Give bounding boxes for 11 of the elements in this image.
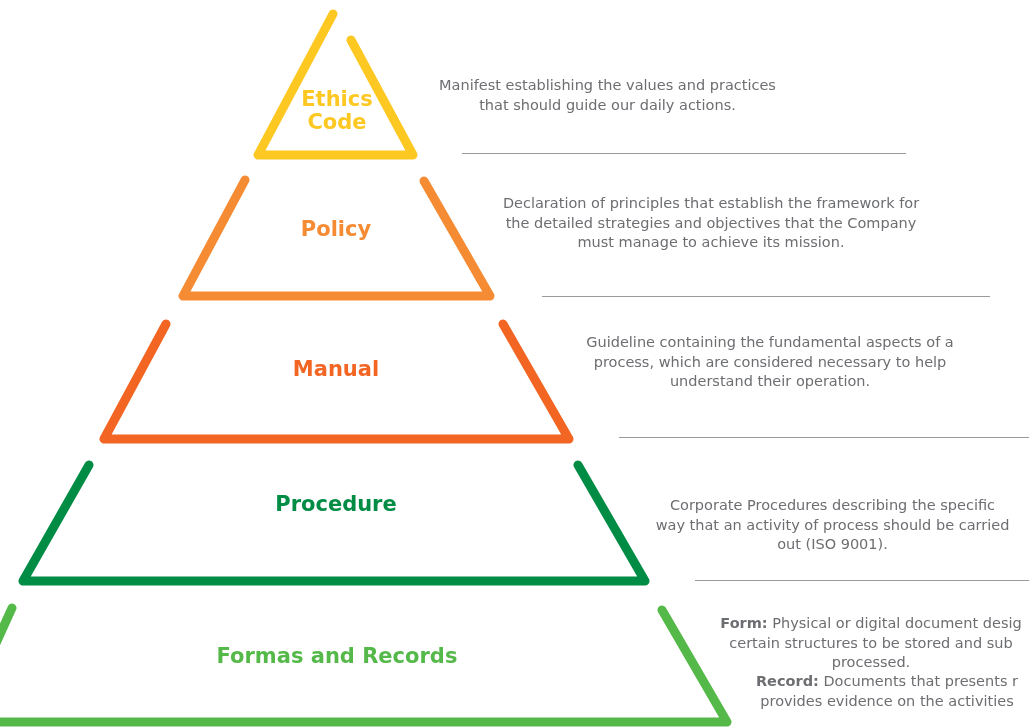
- tier-title: Procedure: [274, 493, 398, 516]
- tier-title: Policy: [299, 218, 373, 241]
- tier-description: Declaration of principles that establish the framework for the detailed strategies and objectives that the Company must manage to achieve its mission.: [501, 194, 921, 252]
- tier-description: Guideline containing the fundamental aspects of a process, which are considered necessary to help understand their operation.: [585, 333, 955, 391]
- tier-description: Manifest establishing the values and practices that should guide our daily actions.: [438, 76, 777, 115]
- tier-title: Formas and Records: [215, 645, 459, 668]
- tier-description: Form: Physical or digital document desig certain structures to be stored and sub processed.: [719, 614, 1023, 672]
- tier-title: Ethics Code: [300, 88, 374, 134]
- tier-description: Corporate Procedures describing the specific way that an activity of process should be carried out (ISO 9001).: [655, 496, 1010, 554]
- tier-title: Manual: [291, 358, 381, 381]
- tier-description: Record: Documents that presents r provides evidence on the activities: [754, 672, 1020, 711]
